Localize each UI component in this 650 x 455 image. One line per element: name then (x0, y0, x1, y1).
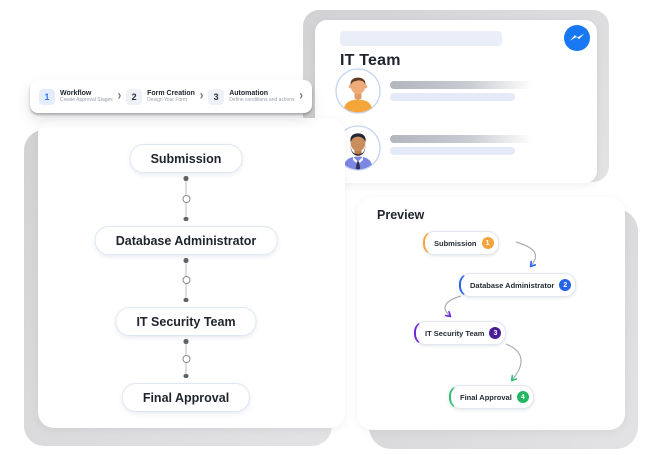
stage-connector (182, 258, 191, 302)
step-number: 2 (126, 88, 143, 105)
workflow-stepper: 1 Workflow Create Approval Stages › 2 Fo… (30, 80, 312, 113)
preview-node-final-approval[interactable]: Final Approval 4 (449, 385, 534, 409)
preview-card: Preview Submission 1 Database Adm (357, 197, 625, 430)
step-order-badge: 1 (481, 237, 494, 249)
connector-2-3 (444, 295, 462, 316)
preview-connector-lines (444, 241, 625, 430)
preview-node-submission[interactable]: Submission 1 (423, 231, 499, 255)
step-order-badge: 4 (516, 391, 529, 403)
connector-1-2 (515, 241, 536, 266)
stage-node-it-security-team[interactable]: IT Security Team (115, 307, 257, 336)
team-card-title: IT Team (340, 52, 401, 69)
messenger-icon[interactable] (564, 25, 590, 51)
step-order-badge: 3 (489, 327, 502, 339)
preview-node-label: IT Security Team (425, 328, 485, 338)
stage-node-database-administrator[interactable]: Database Administrator (94, 226, 278, 255)
preview-node-it-security-team[interactable]: IT Security Team 3 (414, 321, 507, 345)
placeholder-bar (390, 135, 533, 143)
placeholder-bar (390, 81, 533, 89)
chevron-right-icon: › (117, 88, 122, 104)
avatar-man-beard-suit (335, 125, 381, 171)
step-title: Form Creation (147, 90, 195, 97)
team-card: IT Team (315, 20, 597, 183)
preview-node-label: Submission (434, 238, 477, 248)
stage-node-submission[interactable]: Submission (129, 144, 243, 173)
step-title: Workflow (60, 90, 92, 97)
stage-node-final-approval[interactable]: Final Approval (121, 383, 251, 412)
preview-node-label: Database Administrator (470, 280, 555, 290)
workflow-card: Submission Database Administrator IT Sec… (38, 118, 345, 428)
stage-connector (182, 176, 191, 221)
preview-node-database-administrator[interactable]: Database Administrator 2 (459, 273, 577, 297)
avatar-man-orange-shirt (335, 68, 381, 114)
step-subtitle: Design Your Form (147, 97, 188, 103)
step-number: 3 (208, 88, 225, 105)
chevron-right-icon: › (199, 88, 204, 104)
preview-title: Preview (377, 208, 425, 222)
placeholder-bar (390, 93, 515, 101)
step-title: Automation (229, 90, 269, 97)
stage-connector (182, 339, 191, 378)
stepper-step-form-creation[interactable]: 2 Form Creation Design Your Form (126, 88, 195, 105)
step-number: 1 (39, 88, 55, 105)
step-order-badge: 2 (559, 279, 572, 291)
preview-node-label: Final Approval (460, 392, 512, 402)
placeholder-bar (390, 147, 515, 155)
stepper-step-workflow[interactable]: 1 Workflow Create Approval Stages (39, 88, 113, 105)
chevron-right-icon: › (299, 88, 303, 104)
step-subtitle: Define conditions and actions (229, 97, 295, 103)
stepper-step-automation[interactable]: 3 Automation Define conditions and actio… (208, 88, 295, 105)
placeholder-bar (340, 31, 502, 46)
step-subtitle: Create Approval Stages (60, 97, 113, 103)
connector-3-4 (505, 343, 522, 380)
